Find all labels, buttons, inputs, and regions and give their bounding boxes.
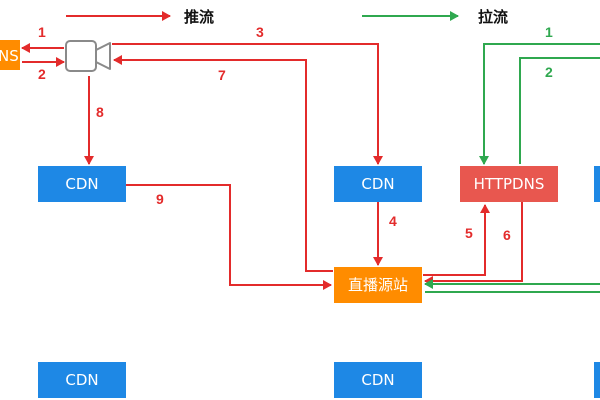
cdn-node-top-left [38, 166, 126, 202]
cdn-node-bottom-middle [334, 362, 422, 398]
step-2-label: 2 [38, 66, 46, 82]
cdn-node-bottom-left [38, 362, 126, 398]
arrow-step-5 [423, 204, 490, 276]
cdn-node-top-middle [334, 166, 422, 202]
origin-node [334, 267, 422, 303]
right-client-node-top [594, 166, 600, 202]
arrow-step-7 [113, 55, 333, 272]
arrow-step-9 [125, 184, 332, 290]
step-3-label: 3 [256, 24, 264, 40]
arrow-step-6 [424, 202, 523, 286]
pull-step-2-label: 2 [545, 64, 553, 80]
httpdns-node [460, 166, 558, 202]
step-5-label: 5 [465, 225, 473, 241]
cdn-node-bottom-left-label: CDN [65, 371, 98, 389]
step-8-label: 8 [96, 104, 104, 120]
cdn-node-bottom-middle-label: CDN [361, 371, 394, 389]
dns-node-label: NS [0, 47, 19, 65]
step-7-label: 7 [218, 67, 226, 83]
httpdns-node-label: HTTPDNS [474, 175, 545, 193]
pull-legend-label: 拉流 [478, 8, 508, 26]
arrow-pull-step-2 [519, 57, 600, 164]
step-4-label: 4 [389, 213, 397, 229]
pull-step-1-label: 1 [545, 24, 553, 40]
right-client-node-bottom [594, 362, 600, 398]
cdn-node-top-left-label: CDN [65, 175, 98, 193]
push-legend-label: 推流 [184, 8, 214, 26]
step-9-label: 9 [156, 191, 164, 207]
video-camera-icon [65, 40, 111, 72]
arrow-step-3 [112, 43, 383, 165]
step-6-label: 6 [503, 227, 511, 243]
origin-node-label: 直播源站 [348, 276, 408, 294]
cdn-node-top-middle-label: CDN [361, 175, 394, 193]
step-1-label: 1 [38, 24, 46, 40]
arrow-pull-step-1 [479, 43, 600, 165]
dns-node [0, 40, 20, 70]
